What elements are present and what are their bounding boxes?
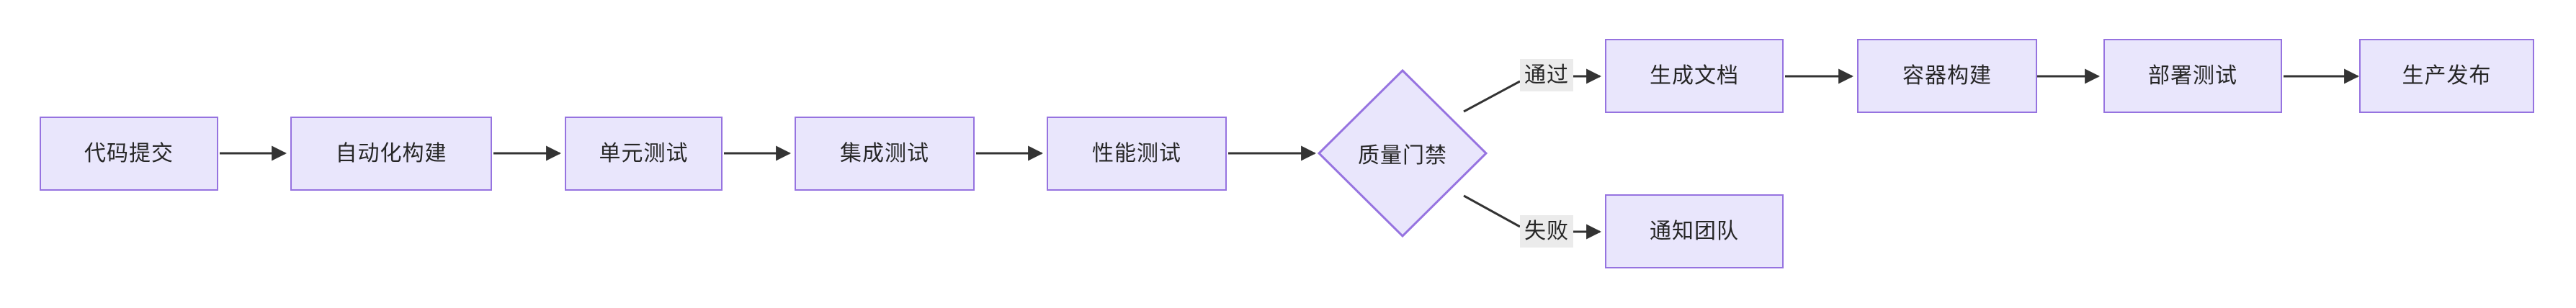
- node-label: 集成测试: [840, 141, 929, 166]
- node-code-commit[interactable]: 代码提交: [40, 117, 218, 191]
- node-label: 部署测试: [2148, 63, 2237, 88]
- node-automated-build[interactable]: 自动化构建: [290, 117, 492, 191]
- diamond-shape: [1318, 69, 1488, 237]
- node-unit-test[interactable]: 单元测试: [565, 117, 723, 191]
- node-label: 质量门禁: [1358, 144, 1447, 168]
- node-label: 性能测试: [1092, 141, 1181, 166]
- node-integration-test[interactable]: 集成测试: [795, 117, 975, 191]
- node-production-release[interactable]: 生产发布: [2359, 39, 2534, 113]
- node-notify-team[interactable]: 通知团队: [1605, 194, 1784, 268]
- edge-label-fail: 失败: [1520, 215, 1573, 248]
- node-performance-test[interactable]: 性能测试: [1047, 117, 1227, 191]
- node-label: 自动化构建: [335, 141, 447, 166]
- node-label: 单元测试: [599, 141, 689, 166]
- edge-label-text: 失败: [1524, 219, 1569, 243]
- node-label: 代码提交: [84, 141, 174, 166]
- node-label: 生成文档: [1650, 63, 1739, 88]
- edge-label-pass: 通过: [1520, 59, 1573, 91]
- node-generate-docs[interactable]: 生成文档: [1605, 39, 1784, 113]
- node-quality-gate[interactable]: 质量门禁: [1318, 69, 1488, 237]
- edge-label-text: 通过: [1524, 63, 1569, 87]
- node-deploy-test[interactable]: 部署测试: [2103, 39, 2282, 113]
- node-label: 通知团队: [1650, 219, 1739, 243]
- node-label: 生产发布: [2402, 63, 2492, 88]
- node-label: 容器构建: [1902, 63, 1992, 88]
- node-container-build[interactable]: 容器构建: [1857, 39, 2037, 113]
